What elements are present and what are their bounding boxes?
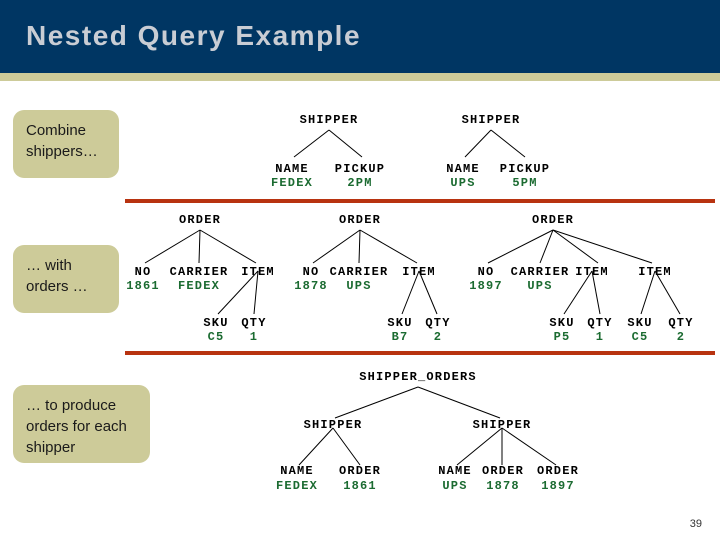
node-order1-root: ORDER [178, 213, 222, 227]
callout-with-orders: … with orders … [13, 245, 119, 313]
node-order3-item2-tag: ITEM [638, 265, 672, 279]
node-shipper-orders-b-order1-tag: ORDER [481, 464, 525, 478]
node-order3-carrier-value: UPS [527, 279, 553, 293]
page-title: Nested Query Example [26, 20, 362, 51]
node-shipper1-name-tag: NAME [275, 162, 309, 176]
node-order2-no-tag: NO [302, 265, 320, 279]
node-shipper-orders-b-name-tag: NAME [438, 464, 472, 478]
node-shipper-orders-root: SHIPPER_ORDERS [359, 370, 477, 384]
node-shipper-orders-a-name-value: FEDEX [275, 479, 319, 493]
node-order1-item-sku-tag: SKU [203, 316, 229, 330]
node-order3-no-tag: NO [477, 265, 495, 279]
node-shipper1-pickup-value: 2PM [347, 176, 373, 190]
node-order1-carrier-tag: CARRIER [169, 265, 229, 279]
node-order3-item1-tag: ITEM [575, 265, 609, 279]
node-shipper1-name-value: FEDEX [270, 176, 314, 190]
node-order2-no-value: 1878 [294, 279, 328, 293]
node-order3-carrier-tag: CARRIER [510, 265, 570, 279]
node-order3-item2-sku-value: C5 [631, 330, 649, 344]
node-shipper-orders-b-order2-tag: ORDER [536, 464, 580, 478]
node-shipper2-name-value: UPS [450, 176, 476, 190]
node-shipper-orders-a-tag: SHIPPER [303, 418, 363, 432]
node-order3-item1-sku-value: P5 [553, 330, 571, 344]
slide-title-bar [0, 0, 720, 73]
page-number: 39 [689, 518, 702, 530]
node-order1-item-sku-value: C5 [207, 330, 225, 344]
node-shipper2-pickup-value: 5PM [512, 176, 538, 190]
node-shipper2-name-tag: NAME [446, 162, 480, 176]
node-order1-carrier-value: FEDEX [177, 279, 221, 293]
node-shipper-orders-b-order1-value: 1878 [486, 479, 520, 493]
node-order3-item1-qty-tag: QTY [587, 316, 613, 330]
node-order3-item2-qty-tag: QTY [668, 316, 694, 330]
node-order2-carrier-tag: CARRIER [329, 265, 389, 279]
divider-rule-bottom [125, 351, 715, 355]
node-order1-item-qty-value: 1 [249, 330, 259, 344]
node-shipper-orders-a-order-tag: ORDER [338, 464, 382, 478]
node-order3-item2-sku-tag: SKU [627, 316, 653, 330]
node-order1-no-tag: NO [134, 265, 152, 279]
node-order2-item-sku-tag: SKU [387, 316, 413, 330]
node-order2-carrier-value: UPS [346, 279, 372, 293]
node-shipper2-root: SHIPPER [461, 113, 521, 127]
node-order3-item1-qty-value: 1 [595, 330, 605, 344]
node-order3-item2-qty-value: 2 [676, 330, 686, 344]
node-order1-item-qty-tag: QTY [241, 316, 267, 330]
node-shipper1-root: SHIPPER [299, 113, 359, 127]
node-order2-item-qty-tag: QTY [425, 316, 451, 330]
node-shipper-orders-b-name-value: UPS [442, 479, 468, 493]
node-order3-root: ORDER [531, 213, 575, 227]
node-order2-item-tag: ITEM [402, 265, 436, 279]
node-shipper2-pickup-tag: PICKUP [499, 162, 551, 176]
node-shipper-orders-b-tag: SHIPPER [472, 418, 532, 432]
divider-rule-top [125, 199, 715, 203]
node-order3-no-value: 1897 [469, 279, 503, 293]
node-order1-item-tag: ITEM [241, 265, 275, 279]
node-order3-item1-sku-tag: SKU [549, 316, 575, 330]
callout-produce-orders: … to produce orders for each shipper [13, 385, 150, 463]
node-shipper-orders-b-order2-value: 1897 [541, 479, 575, 493]
node-shipper-orders-a-name-tag: NAME [280, 464, 314, 478]
node-shipper1-pickup-tag: PICKUP [334, 162, 386, 176]
node-order2-item-sku-value: B7 [391, 330, 409, 344]
title-accent-band [0, 73, 720, 81]
node-order2-item-qty-value: 2 [433, 330, 443, 344]
callout-combine-shippers: Combine shippers… [13, 110, 119, 178]
node-shipper-orders-a-order-value: 1861 [343, 479, 377, 493]
node-order2-root: ORDER [338, 213, 382, 227]
node-order1-no-value: 1861 [126, 279, 160, 293]
